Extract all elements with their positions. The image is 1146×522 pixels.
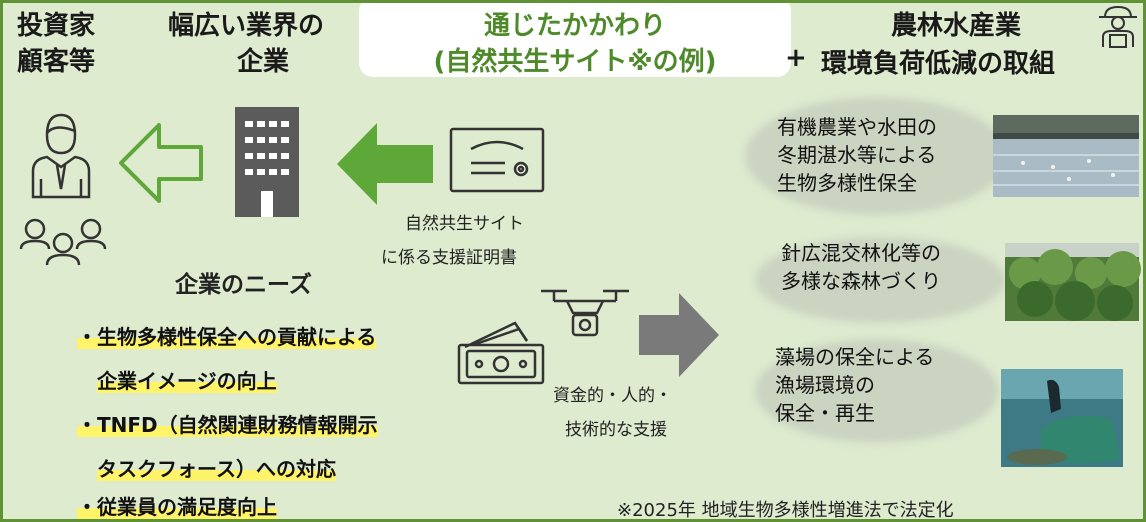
title-box — [359, 3, 791, 77]
solid-green-arrow — [337, 123, 433, 205]
group-icon — [19, 218, 107, 266]
mixed-forest-photo — [1005, 243, 1141, 321]
activity-3-text: 藻場の保全による 漁場環境の 保全・再生 — [775, 343, 934, 427]
support-label-2: 技術的な支援 — [565, 420, 667, 440]
footnote: ※2025年 地域生物多様性増進法で法定化 — [617, 500, 954, 521]
activity-3-bg — [755, 339, 999, 443]
companies-line-1: 幅広い業界の — [168, 11, 325, 41]
activity-1-line-2: 冬期湛水等による — [777, 143, 937, 167]
producers-line-2: 環境負荷低減の取組 — [821, 49, 1056, 79]
need-item-1: ・生物多様性保全への貢献による — [77, 321, 377, 350]
outline-arrow — [119, 123, 203, 203]
need-item-3-text: ・従業員の満足度向上 — [77, 495, 277, 519]
need-item-1-cont: 企業イメージの向上 — [97, 365, 277, 394]
person-icon — [31, 113, 91, 199]
investors-line-2: 顧客等 — [17, 47, 96, 77]
activity-1-line-1: 有機農業や水田の — [777, 115, 937, 139]
companies-line-2: 企業 — [237, 47, 290, 77]
activity-3-line-2: 漁場環境の — [775, 373, 875, 397]
center-title-line-2: (自然共生サイト※の例) — [433, 47, 717, 77]
activity-3-line-1: 藻場の保全による — [775, 345, 935, 369]
support-label-1: 資金的・人的・ — [553, 386, 672, 406]
need-item-3: ・従業員の満足度向上 — [77, 491, 277, 519]
activity-3-line-3: 保全・再生 — [775, 401, 875, 425]
certificate-label-1: 自然共生サイト — [405, 214, 524, 234]
farmer-icon — [1099, 5, 1137, 48]
need-item-2-cont: タスクフォース）への対応 — [97, 453, 336, 482]
activity-2-line-2: 多様な森林づくり — [781, 269, 941, 293]
certificate-label-2: に係る支援証明書 — [381, 248, 517, 268]
building-icon — [235, 107, 299, 217]
center-title-line-1: 通じたかかわり — [483, 11, 666, 41]
drone-icon — [541, 289, 629, 337]
need-item-1-cont-text: 企業イメージの向上 — [97, 369, 277, 393]
needs-title: 企業のニーズ — [175, 272, 312, 298]
activity-1-line-3: 生物多様性保全 — [777, 171, 917, 195]
producers-line-1: 農林水産業 — [891, 11, 1022, 41]
flooded-paddy-photo — [993, 115, 1139, 197]
plus-sign: + — [785, 43, 807, 73]
support-arrow — [639, 293, 719, 377]
activity-2-text: 針広混交林化等の 多様な森林づくり — [781, 239, 941, 295]
need-item-2: ・TNFD（自然関連財務情報開示 — [77, 409, 378, 438]
activity-1-bg — [745, 97, 1009, 215]
seaweed-diver-photo — [1001, 369, 1123, 467]
need-item-1-text: ・生物多様性保全への貢献による — [77, 325, 377, 349]
activity-1-text: 有機農業や水田の 冬期湛水等による 生物多様性保全 — [777, 113, 937, 197]
money-icon — [457, 321, 545, 385]
investors-line-1: 投資家 — [17, 11, 96, 41]
activity-2-line-1: 針広混交林化等の — [781, 241, 941, 265]
activity-2-bg — [755, 237, 1005, 323]
certificate-icon — [449, 127, 545, 193]
need-item-2-cont-text: タスクフォース）への対応 — [97, 457, 336, 481]
need-item-2-text: ・TNFD（自然関連財務情報開示 — [77, 413, 378, 437]
